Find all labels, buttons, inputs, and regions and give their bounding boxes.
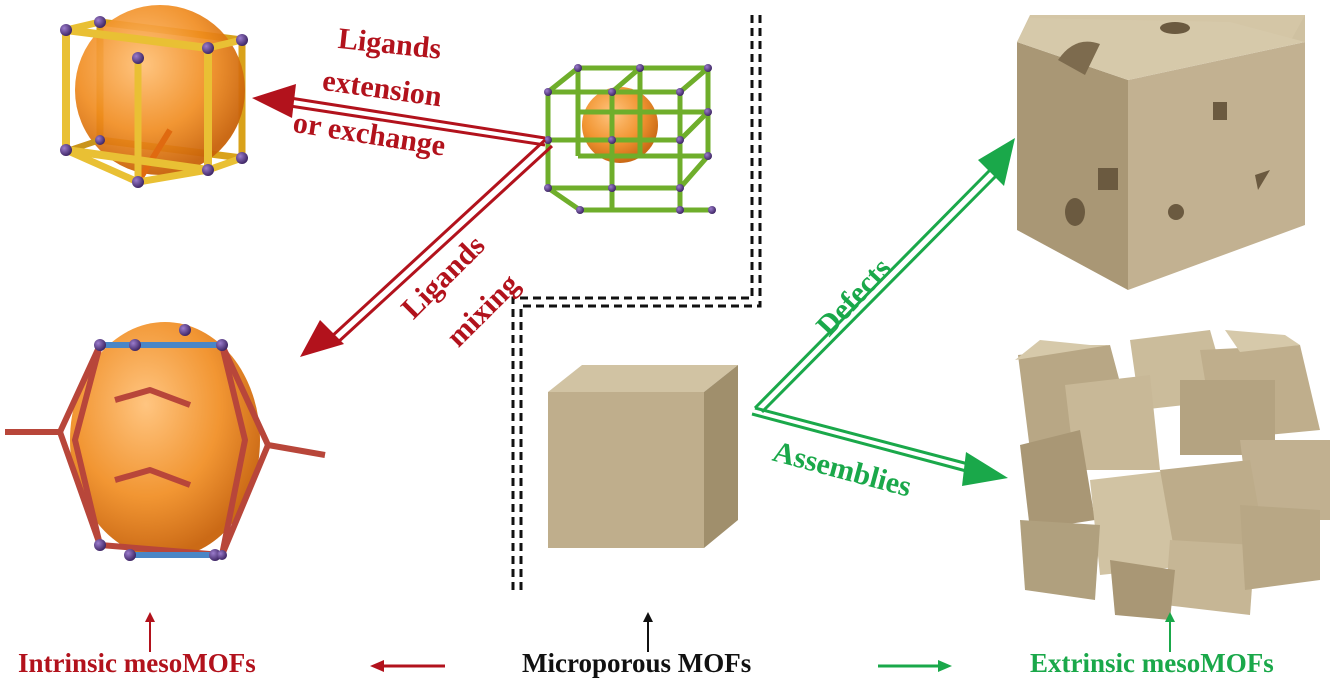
intrinsic-cage-frame	[5, 322, 326, 561]
arrow-ligands-extension	[252, 84, 546, 147]
defective-cube	[1017, 15, 1305, 290]
arrow-ligands-mixing	[300, 138, 554, 357]
label-microporous-mofs: Microporous MOFs	[522, 648, 752, 678]
up-arrow-intrinsic	[145, 612, 155, 652]
intrinsic-cube-frame	[60, 5, 248, 188]
cube-assembly	[1015, 330, 1330, 620]
arrow-assemblies	[751, 406, 1008, 486]
dashed-divider	[511, 15, 762, 590]
up-arrow-microporous	[643, 612, 653, 652]
label-intrinsic-mesomofs: Intrinsic mesoMOFs	[18, 648, 256, 678]
microporous-cube	[548, 365, 738, 548]
label-extrinsic-mesomofs: Extrinsic mesoMOFs	[1030, 648, 1274, 678]
up-arrow-extrinsic	[1165, 612, 1175, 652]
microporous-framework-grid	[544, 64, 716, 214]
right-arrow-green	[878, 660, 952, 672]
left-arrow-red	[370, 660, 445, 672]
arrow-defects	[753, 138, 1015, 414]
